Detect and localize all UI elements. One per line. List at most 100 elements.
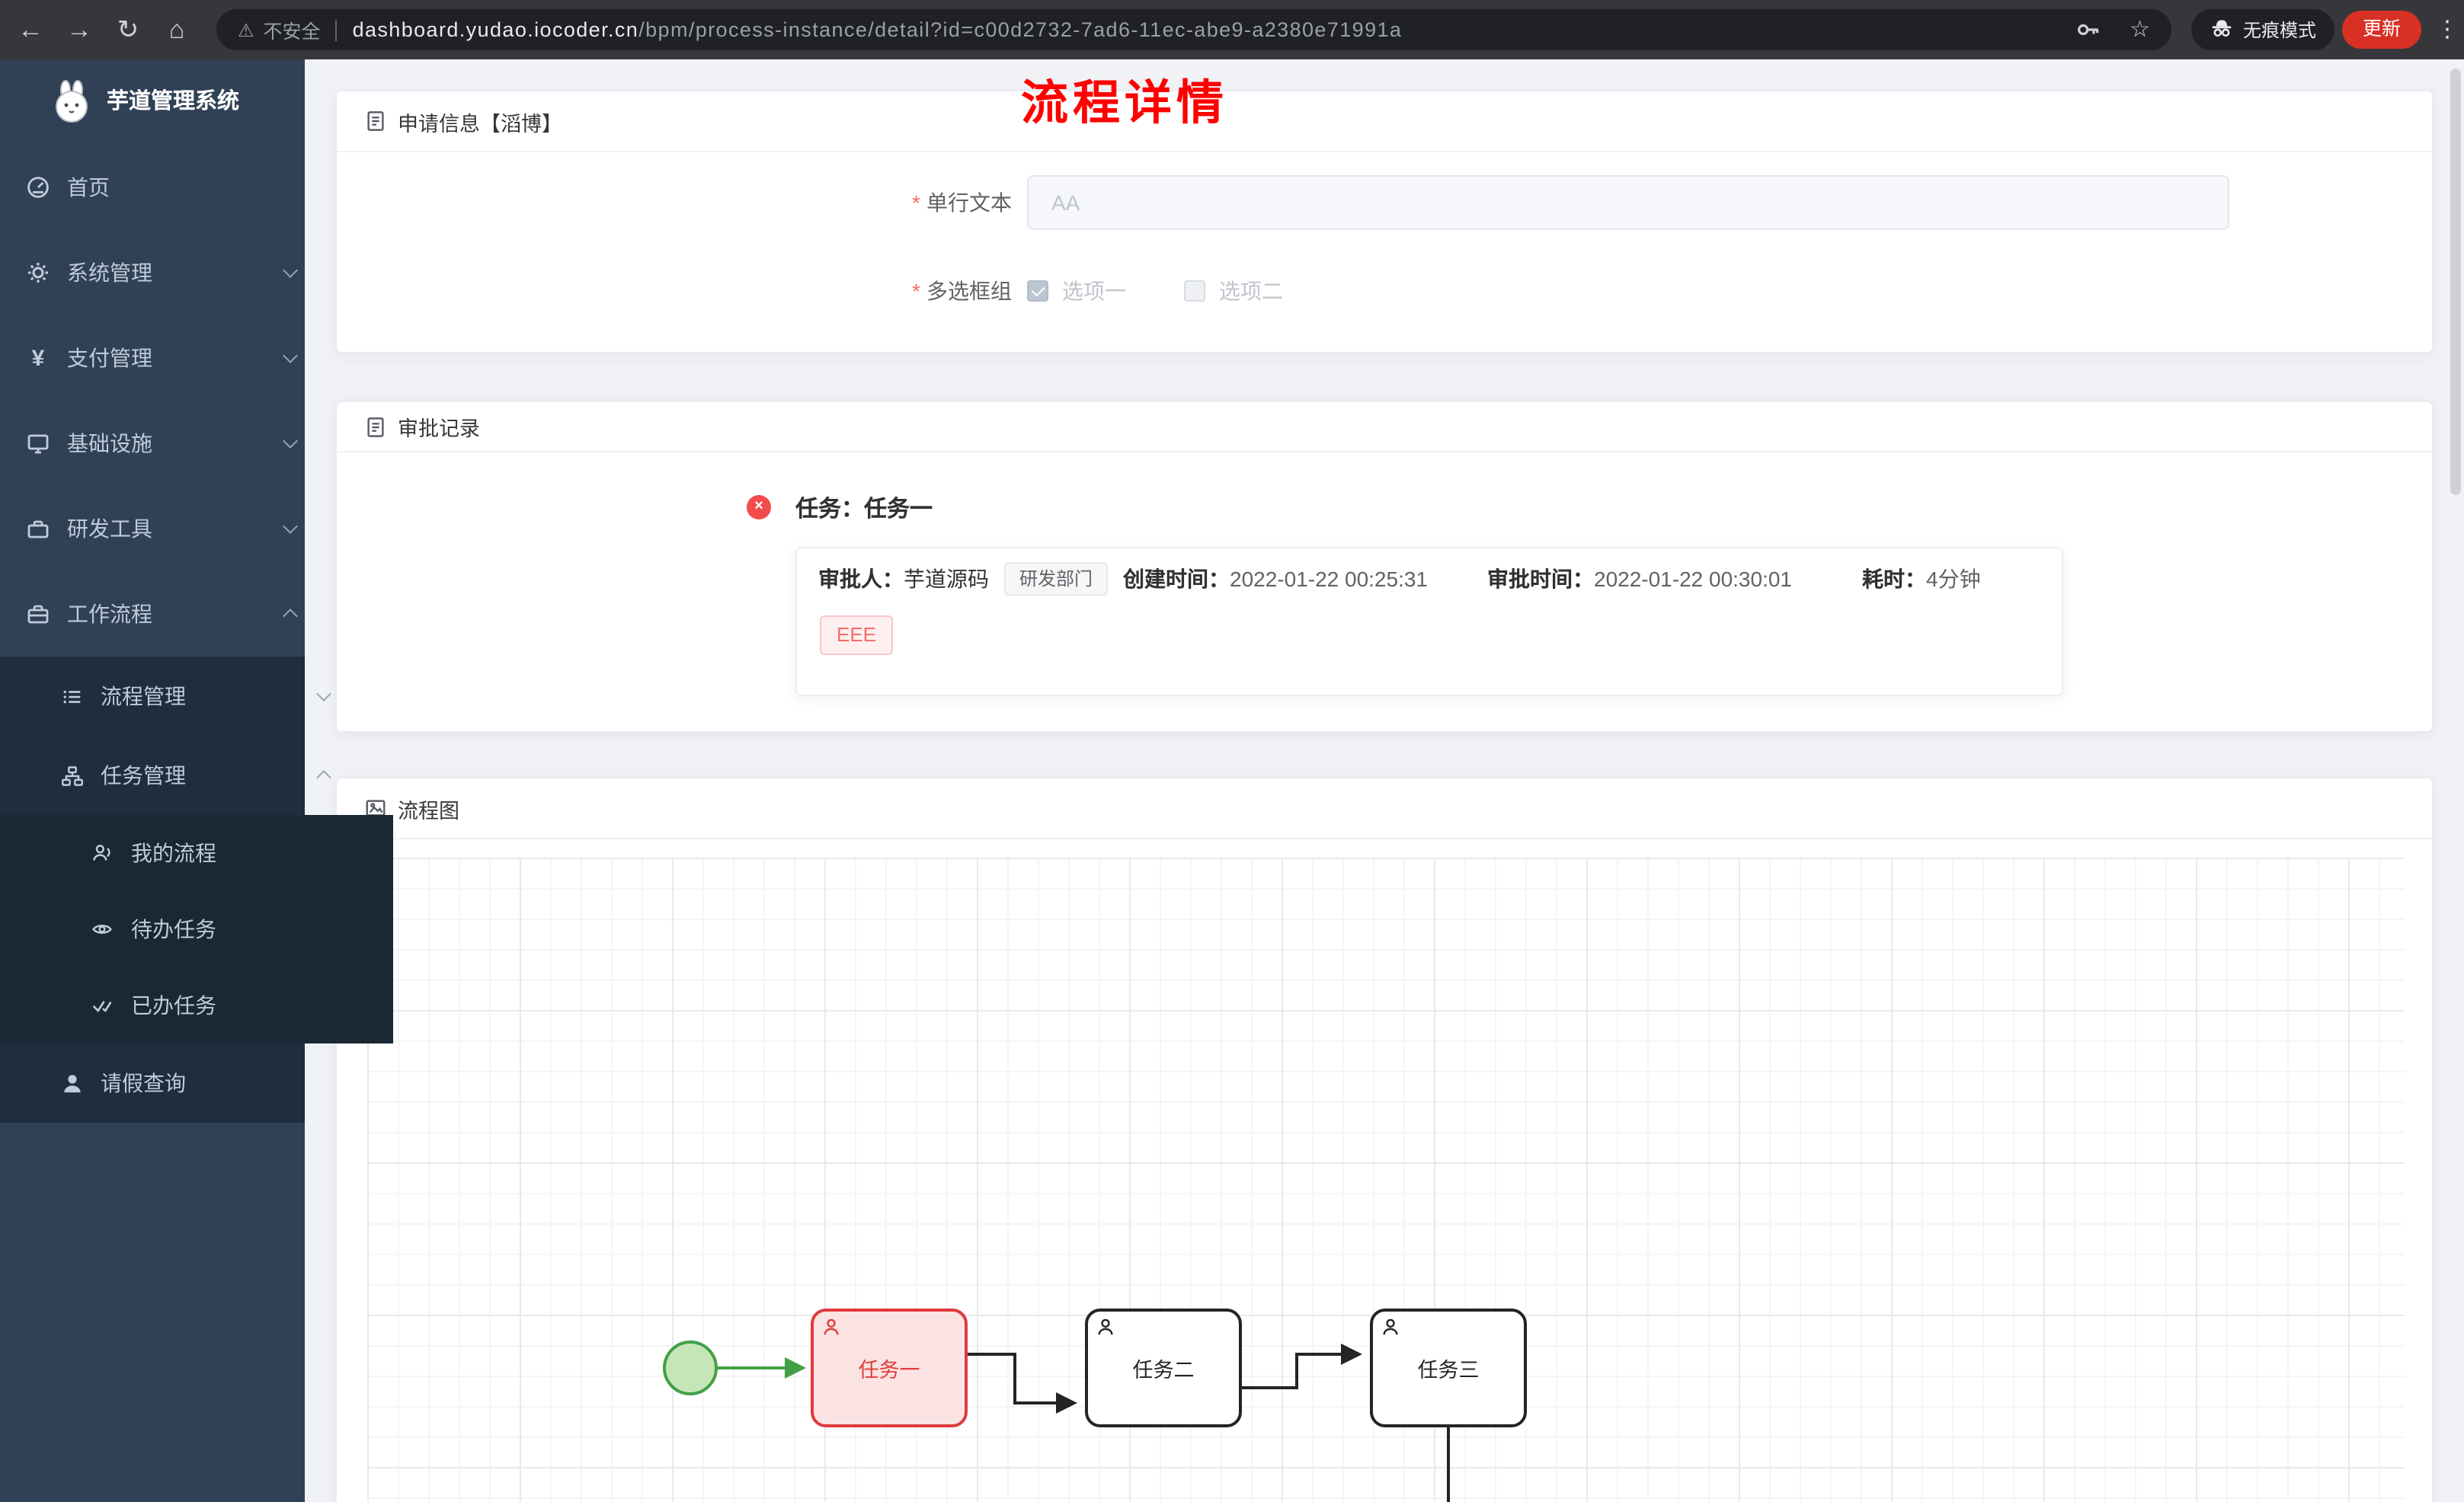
sidebar-item-label: 待办任务 bbox=[131, 917, 216, 941]
user-icon bbox=[58, 1072, 85, 1095]
incognito-label: 无痕模式 bbox=[2243, 20, 2317, 41]
sidebar: 芋道管理系统 首页 系统管理 ¥ 支付管理 bbox=[0, 59, 393, 1502]
chevron-down-icon bbox=[283, 433, 298, 449]
task-node-label: 任务一 bbox=[858, 1359, 920, 1382]
approval-detail-card: 审批人：芋道源码研发部门 创建时间：2022-01-22 00:25:31 审批… bbox=[795, 547, 2063, 696]
duration-field: 耗时：4分钟 bbox=[1862, 561, 1981, 597]
chevron-down-icon bbox=[316, 686, 331, 701]
incognito-badge[interactable]: 无痕模式 bbox=[2191, 9, 2335, 50]
chevron-up-icon bbox=[316, 770, 331, 785]
sidebar-item-label: 任务管理 bbox=[101, 763, 186, 788]
approve-time-field: 审批时间：2022-01-22 00:30:01 bbox=[1487, 561, 1792, 597]
approval-records-title: 审批记录 bbox=[398, 417, 480, 440]
approver-field: 审批人：芋道源码研发部门 bbox=[818, 561, 1109, 597]
url-path: /bpm/process-instance/detail?id=c00d2732… bbox=[638, 18, 1403, 41]
process-diagram-card: 流程图 bbox=[335, 777, 2434, 1502]
apply-info-title: 申请信息【滔博】 bbox=[398, 112, 562, 135]
forward-icon[interactable]: → bbox=[66, 15, 92, 44]
yen-icon: ¥ bbox=[31, 345, 45, 371]
sidebar-item-label: 我的流程 bbox=[131, 841, 216, 865]
home-icon[interactable]: ⌂ bbox=[168, 15, 185, 44]
field-label-checkbox-group: 多选框组 bbox=[337, 264, 1012, 318]
bpmn-connectors bbox=[718, 1344, 1450, 1502]
sidebar-item-process-mgmt[interactable]: 流程管理 bbox=[0, 657, 363, 736]
user-task-icon bbox=[1096, 1318, 1115, 1342]
start-event-node[interactable] bbox=[663, 1341, 718, 1395]
duration-value: 4分钟 bbox=[1926, 567, 1981, 591]
create-time-label: 创建时间： bbox=[1123, 567, 1230, 591]
menu-dots-icon[interactable]: ⋮ bbox=[2436, 17, 2459, 43]
close-circle-icon bbox=[747, 495, 771, 519]
sidebar-item-system[interactable]: 系统管理 bbox=[0, 230, 329, 315]
sidebar-item-home[interactable]: 首页 bbox=[0, 145, 329, 230]
incognito-spy-icon bbox=[2210, 15, 2234, 44]
security-label: 不安全 bbox=[263, 21, 321, 43]
field-label-single-text: 单行文本 bbox=[337, 175, 1012, 230]
document-icon bbox=[364, 110, 387, 133]
chevron-up-icon bbox=[283, 609, 298, 624]
org-tree-icon bbox=[58, 764, 85, 787]
process-diagram-header: 流程图 bbox=[337, 778, 2432, 839]
single-text-input[interactable] bbox=[1027, 175, 2229, 230]
approve-time-value: 2022-01-22 00:30:01 bbox=[1594, 567, 1792, 591]
sidebar-item-devtools[interactable]: 研发工具 bbox=[0, 486, 329, 571]
update-button[interactable]: 更新 bbox=[2342, 11, 2421, 49]
eye-icon bbox=[88, 919, 116, 940]
checkbox-unchecked-icon[interactable] bbox=[1184, 280, 1205, 302]
bookmark-star-icon[interactable]: ☆ bbox=[2130, 17, 2150, 43]
address-bar[interactable]: ⚠ 不安全 dashboard.yudao.iocoder.cn/bpm/pro… bbox=[216, 9, 2171, 50]
not-secure-icon: ⚠ bbox=[238, 19, 254, 40]
sidebar-item-label: 工作流程 bbox=[67, 602, 152, 626]
scrollbar-thumb[interactable] bbox=[2450, 69, 2461, 495]
approver-name: 芋道源码 bbox=[904, 567, 989, 591]
task-node-2[interactable]: 任务二 bbox=[1085, 1309, 1242, 1427]
browser-toolbar: ← → ↻ ⌂ ⚠ 不安全 dashboard.yudao.iocoder.cn… bbox=[0, 0, 2464, 59]
sidebar-item-done-tasks[interactable]: 已办任务 bbox=[0, 967, 393, 1043]
sidebar-item-task-mgmt[interactable]: 任务管理 bbox=[0, 736, 363, 815]
sidebar-item-infra[interactable]: 基础设施 bbox=[0, 401, 329, 486]
sidebar-item-workflow[interactable]: 工作流程 bbox=[0, 571, 329, 657]
workflow-submenu: 流程管理 任务管理 bbox=[0, 657, 393, 1123]
sidebar-item-label: 研发工具 bbox=[67, 516, 152, 541]
user-voice-icon bbox=[88, 842, 116, 864]
user-task-icon bbox=[1381, 1318, 1400, 1342]
task-node-1[interactable]: 任务一 bbox=[811, 1309, 968, 1427]
task-node-label: 任务三 bbox=[1417, 1359, 1480, 1382]
dept-tag: 研发部门 bbox=[1004, 562, 1109, 596]
sidebar-item-label: 流程管理 bbox=[101, 684, 186, 708]
checkbox-checked-icon[interactable] bbox=[1027, 280, 1048, 302]
key-icon[interactable] bbox=[2075, 17, 2101, 50]
create-time-value: 2022-01-22 00:25:31 bbox=[1230, 567, 1428, 591]
double-check-icon bbox=[88, 995, 116, 1016]
chevron-down-icon bbox=[283, 519, 298, 534]
toolbox-icon bbox=[24, 516, 52, 541]
duration-label: 耗时： bbox=[1862, 567, 1926, 591]
sidebar-item-label: 首页 bbox=[67, 175, 110, 200]
bpmn-canvas[interactable]: 任务一 任务二 任务三 bbox=[367, 858, 2405, 1502]
approval-records-header: 审批记录 bbox=[337, 402, 2432, 452]
apply-info-header: 申请信息【滔博】 bbox=[337, 91, 2432, 152]
sidebar-item-my-process[interactable]: 我的流程 bbox=[0, 815, 393, 891]
create-time-field: 创建时间：2022-01-22 00:25:31 bbox=[1123, 561, 1428, 597]
sidebar-item-label: 支付管理 bbox=[67, 346, 152, 370]
timeline-task-title: 任务：任务一 bbox=[795, 497, 933, 523]
sidebar-item-todo-tasks[interactable]: 待办任务 bbox=[0, 891, 393, 967]
sidebar-item-payment[interactable]: ¥ 支付管理 bbox=[0, 315, 329, 401]
apply-info-card: 申请信息【滔博】 单行文本 多选框组 选项一 选项二 bbox=[335, 90, 2434, 353]
chevron-down-icon bbox=[283, 263, 298, 278]
divider bbox=[335, 19, 338, 40]
task-node-label: 任务二 bbox=[1132, 1359, 1195, 1382]
sidebar-item-label: 系统管理 bbox=[67, 260, 152, 285]
sidebar-item-label: 基础设施 bbox=[67, 431, 152, 455]
checkbox-group: 选项一 选项二 bbox=[1027, 264, 1283, 318]
checkbox-option-label: 选项一 bbox=[1062, 279, 1126, 303]
reload-icon[interactable]: ↻ bbox=[117, 15, 139, 44]
record-icon bbox=[364, 415, 387, 438]
sidebar-item-leave-query[interactable]: 请假查询 bbox=[0, 1043, 363, 1123]
url-domain: dashboard.yudao.iocoder.cn bbox=[352, 18, 639, 41]
list-icon bbox=[58, 685, 85, 708]
app-logo[interactable]: 芋道管理系统 bbox=[0, 59, 305, 145]
back-icon[interactable]: ← bbox=[18, 15, 43, 44]
task-node-3[interactable]: 任务三 bbox=[1370, 1309, 1527, 1427]
